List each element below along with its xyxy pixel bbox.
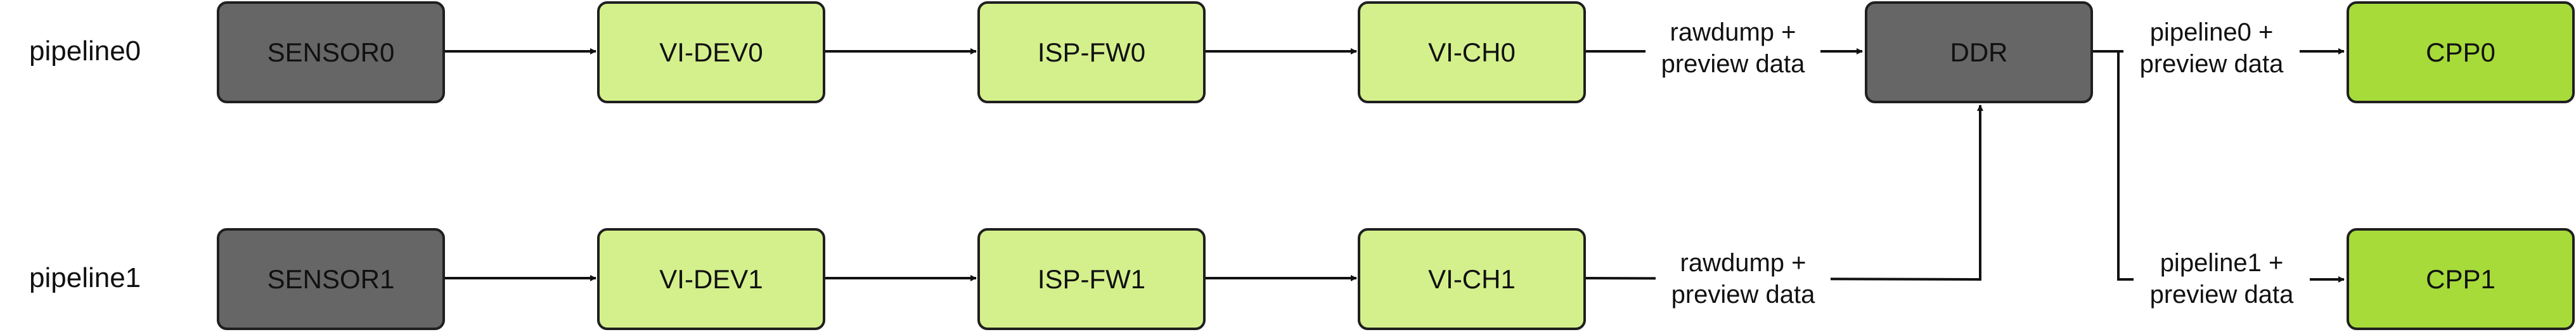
edge-label-line: pipeline0 + <box>2149 18 2274 46</box>
pipeline1-row-label: pipeline1 <box>29 262 141 293</box>
edge-label-line: preview data <box>2139 50 2284 78</box>
node-vi-ch1: VI-CH1 <box>1358 228 1586 330</box>
node-cpp1: CPP1 <box>2347 228 2575 330</box>
edge-label-vich0-ddr: rawdump + preview data <box>1645 16 1820 80</box>
edge-ddr-cpp1 <box>2093 50 2345 283</box>
node-vi-ch0: VI-CH0 <box>1358 1 1586 103</box>
node-vi-dev0: VI-DEV0 <box>597 1 825 103</box>
node-isp-fw1: ISP-FW1 <box>977 228 1206 330</box>
node-ddr: DDR <box>1865 1 2093 103</box>
edge-label-ddr-cpp1: pipeline1 + preview data <box>2134 247 2310 310</box>
edge-label-line: rawdump + <box>1680 249 1806 277</box>
edge-label-line: rawdump + <box>1670 18 1796 46</box>
node-sensor0: SENSOR0 <box>217 1 445 103</box>
edge-label-ddr-cpp0: pipeline0 + preview data <box>2123 16 2300 80</box>
edge-label-line: pipeline1 + <box>2160 249 2284 277</box>
node-sensor1: SENSOR1 <box>217 228 445 330</box>
pipeline0-row-label: pipeline0 <box>29 35 141 67</box>
node-vi-dev1: VI-DEV1 <box>597 228 825 330</box>
node-isp-fw0: ISP-FW0 <box>977 1 1206 103</box>
edge-label-line: preview data <box>2149 281 2294 309</box>
edge-label-line: preview data <box>1661 50 1805 78</box>
node-cpp0: CPP0 <box>2347 1 2575 103</box>
edge-label-vich1-ddr: rawdump + preview data <box>1656 247 1831 310</box>
edge-label-line: preview data <box>1671 281 1815 309</box>
